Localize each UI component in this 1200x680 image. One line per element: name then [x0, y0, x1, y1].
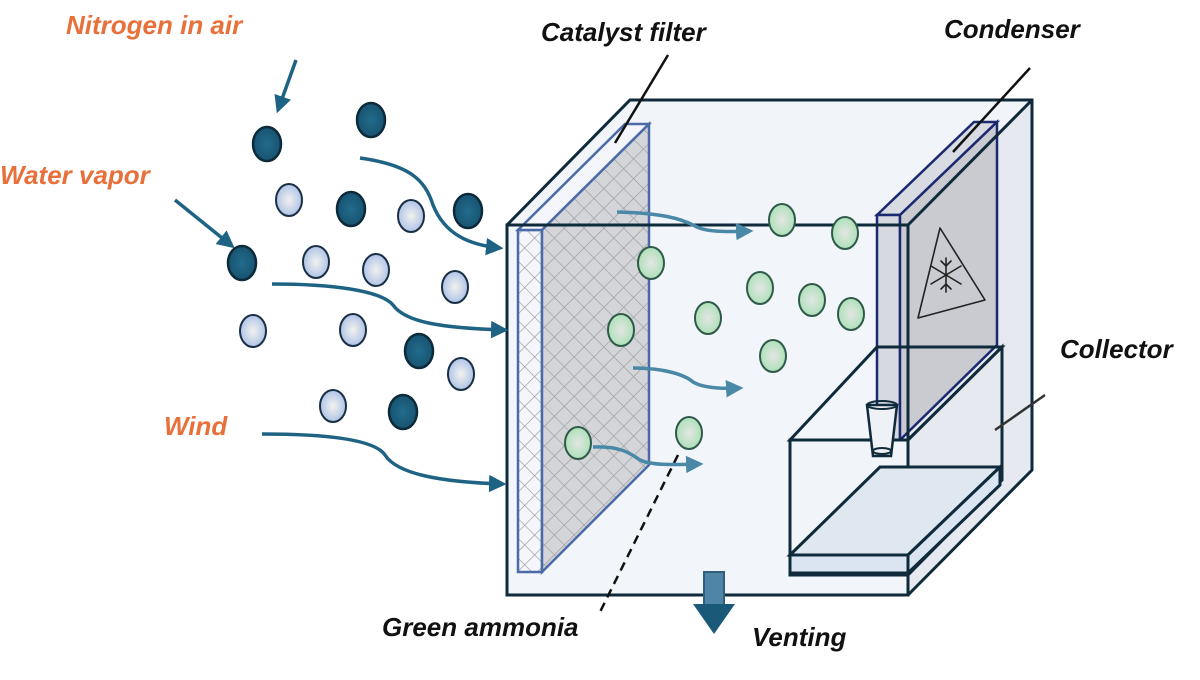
- nitrogen-molecule: [335, 190, 367, 228]
- nitrogen-molecules: [226, 101, 484, 431]
- ammonia-molecule: [746, 271, 774, 305]
- ammonia-molecule: [837, 297, 865, 331]
- nitrogen-label: Nitrogen in air: [66, 10, 243, 40]
- water-vapor-molecules: [239, 183, 475, 423]
- leader-lines: [596, 54, 1046, 617]
- catalyst-filter-label: Catalyst filter: [541, 17, 706, 47]
- collector-leader: [994, 393, 1046, 432]
- water-molecule: [447, 357, 475, 391]
- ammonia-molecule: [831, 216, 859, 250]
- collector: [786, 343, 1006, 579]
- water-molecule: [239, 314, 267, 348]
- ammonia-molecule: [637, 246, 665, 280]
- nitrogen-molecule: [226, 244, 258, 282]
- wind-arrow-1: [359, 156, 504, 256]
- water-molecule: [319, 389, 347, 423]
- ammonia-molecule: [768, 203, 796, 237]
- arrow-down-icon: [693, 571, 735, 634]
- snowflake-warning-icon: [917, 227, 986, 319]
- inner-arrow-3: [592, 445, 704, 474]
- water-molecule: [397, 199, 425, 233]
- ammonia-molecules: [564, 203, 865, 460]
- water-pointer-arrow: [173, 198, 235, 249]
- condenser-label: Condenser: [944, 14, 1080, 44]
- inner-arrow-1: [616, 210, 754, 241]
- nitrogen-molecule: [251, 125, 283, 163]
- catalyst-filter: [514, 121, 653, 576]
- ammonia-molecule: [675, 416, 703, 450]
- catalyst-leader: [613, 54, 670, 144]
- water-molecule: [362, 253, 390, 287]
- wind-label: Wind: [164, 411, 228, 441]
- cup-icon: [865, 400, 899, 458]
- ammonia-molecule: [759, 339, 787, 373]
- inner-arrow-2: [632, 366, 744, 398]
- water-molecule: [339, 313, 367, 347]
- water-molecule: [302, 245, 330, 279]
- collector-label: Collector: [1060, 334, 1173, 364]
- water-vapor-label: Water vapor: [0, 160, 150, 190]
- water-molecule: [441, 270, 469, 304]
- green-ammonia-label: Green ammonia: [382, 612, 579, 642]
- wind-arrow-3: [261, 432, 507, 493]
- wind-arrow-2: [271, 282, 509, 339]
- nitrogen-pointer-arrow: [274, 59, 298, 114]
- nitrogen-molecule: [452, 192, 484, 230]
- wind-arrows: [173, 59, 509, 493]
- nitrogen-molecule: [387, 393, 419, 431]
- ammonia-molecule: [798, 283, 826, 317]
- ammonia-molecule: [694, 301, 722, 335]
- condenser-leader: [952, 67, 1031, 153]
- water-molecule: [275, 183, 303, 217]
- nitrogen-molecule: [403, 332, 435, 370]
- ammonia-molecule: [564, 426, 592, 460]
- inner-flow-arrows: [592, 210, 754, 474]
- ammonia-molecule: [607, 313, 635, 347]
- venting-label: Venting: [752, 622, 847, 652]
- nitrogen-molecule: [355, 101, 387, 139]
